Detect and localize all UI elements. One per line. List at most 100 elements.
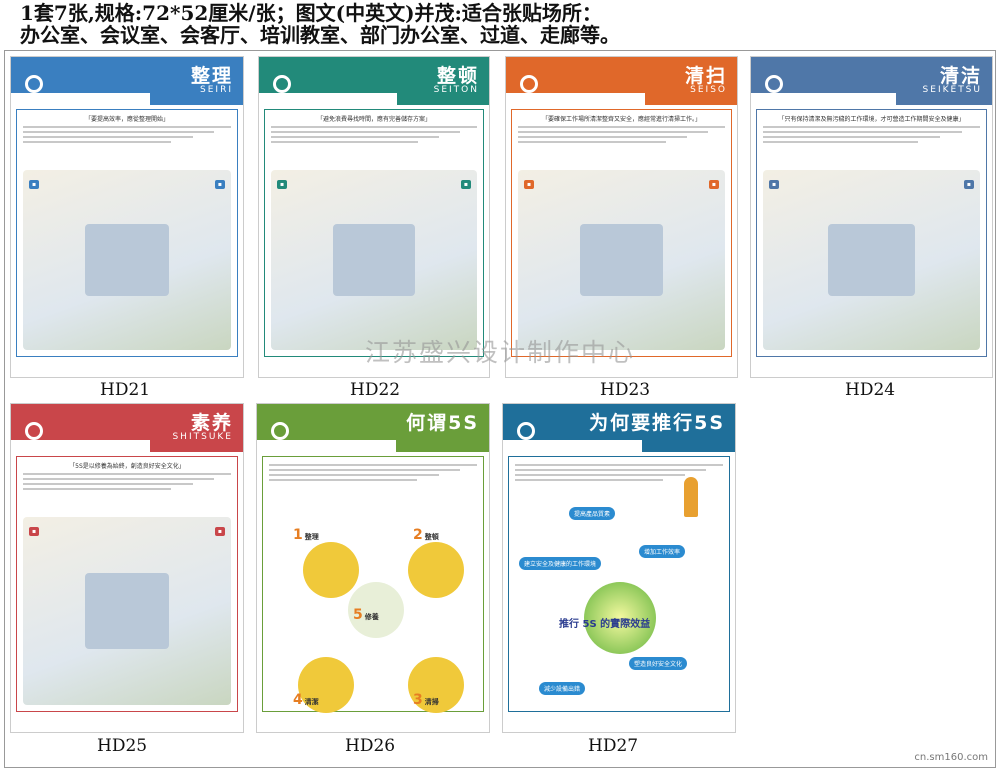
step-name: 清潔 [304,698,319,706]
step-illustration [303,542,359,598]
poster-body: 「5S是以修養為始終，創造良好安全文化」 ▪ ▪ [16,456,238,712]
poster-body: 「只有保持清潔及無污穢的工作環境，才可營造工作期間安全及健康」 ▪ ▪ [756,109,987,357]
poster-code: HD21 [100,380,151,400]
header-tab [11,440,151,452]
step-number: 1 [293,527,303,543]
step-illustration [408,657,464,713]
text-line [271,131,460,133]
callout-marker: ▪ [214,180,225,189]
poster-title: 清扫 [684,65,727,87]
poster-subtitle: 「5S是以修養為始終，創造良好安全文化」 [69,463,185,470]
illustration-shape [332,224,416,296]
illustration: ▪ ▪ [23,517,231,705]
poster-code: HD22 [350,380,401,400]
poster-subtitle: 「要提高效率，應從整理開始」 [84,116,169,123]
poster-body: 「避免浪費尋找時間，應有完善儲存方案」 ▪ ▪ [264,109,484,357]
text-line [518,136,687,138]
step-name: 整頓 [424,533,439,541]
poster-body: 「要提高效率，應從整理開始」 ▪ ▪ [16,109,238,357]
description-line-2: 办公室、会议室、会客厅、培训教室、部门办公室、过道、走廊等。 [20,23,620,47]
step-illustration [348,582,404,638]
poster-hd25: 素养 SHITSUKE 「5S是以修養為始終，創造良好安全文化」 ▪ ▪ [10,403,244,733]
text-line [23,136,193,138]
benefit-label: 增加工作效率 [639,545,686,558]
benefit-label: 提高產品質素 [569,507,616,520]
poster-subtitle: 「只有保持清潔及無污穢的工作環境，才可營造工作期間安全及健康」 [778,116,965,123]
poster-title: 整顿 [436,65,479,87]
text-line [23,483,193,485]
step-number: 2 [413,527,423,543]
poster-code: HD23 [600,380,651,400]
illustration-shape [85,224,169,296]
poster-english-title: SHITSUKE [172,432,233,442]
poster-english-title: SEIKETSU [922,85,982,95]
text-line [23,141,172,143]
step-illustration [408,542,464,598]
text-line [763,136,940,138]
text-line [763,126,980,128]
callout-marker: ▪ [29,527,40,536]
poster-code: HD26 [345,736,396,756]
poster-code: HD25 [97,736,148,756]
poster-english-title: SEITON [433,85,479,95]
step-illustration [298,657,354,713]
benefit-label: 減少設備出錯 [539,682,586,695]
step-name: 清掃 [424,698,439,706]
rocket-icon [684,477,698,517]
text-line [515,464,723,466]
poster-title: 素养 [190,412,233,434]
step-number: 5 [353,607,363,623]
illustration-shape [828,224,915,296]
logo-icon [517,422,535,440]
illustration-shape [85,573,169,649]
description-line-1: 1套7张,规格:72*52厘米/张；图文(中英文)并茂:适合张贴场所： [20,1,602,25]
poster-body: 推行 5S 的實際效益 提高產品質素建立安全及健康的工作環境 增加工作效率減少設備出… [508,456,730,712]
callout-marker: ▪ [708,180,719,189]
text-line [269,474,439,476]
text-line [23,473,231,475]
poster-hd27: 为何要推行5S 推行 5S 的實際效益 提高產品質素建立安全及健康的工作環境 增加工… [502,403,736,733]
poster-title: 为何要推行5S [589,412,725,434]
step-number: 3 [413,692,423,708]
step-number: 4 [293,692,303,708]
poster-english-title: SEIRI [200,85,233,95]
logo-icon [25,422,43,440]
text-line [269,469,460,471]
text-line [515,474,685,476]
illustration-shape [580,224,663,296]
poster-subtitle: 「避免浪費尋找時間，應有完善儲存方案」 [316,116,431,123]
header-tab [751,93,896,105]
benefit-label: 建立安全及健康的工作環境 [519,557,602,570]
text-line [515,469,706,471]
poster-code: HD24 [845,380,896,400]
illustration: ▪ ▪ [271,170,477,350]
callout-marker: ▪ [963,180,974,189]
poster-title: 何谓5S [406,412,479,434]
center-label: 推行 5S 的實際效益 [559,619,651,630]
callout-marker: ▪ [769,180,780,189]
poster-title: 清洁 [939,65,982,87]
logo-icon [520,75,538,93]
text-line [271,126,477,128]
callout-marker: ▪ [214,527,225,536]
watermark: 江苏盛兴设计制作中心 [365,338,636,367]
step-name: 修養 [364,613,379,621]
text-line [763,141,918,143]
illustration: ▪ ▪ [518,170,725,350]
benefit-label: 塑造良好安全文化 [629,657,688,670]
poster-english-title: SEISO [690,85,727,95]
callout-marker: ▪ [29,180,40,189]
text-line [515,479,664,481]
logo-icon [25,75,43,93]
illustration: ▪ ▪ [763,170,980,350]
text-line [269,479,418,481]
text-line [23,126,231,128]
poster-hd21: 整理 SEIRI 「要提高效率，應從整理開始」 ▪ ▪ [10,56,244,378]
